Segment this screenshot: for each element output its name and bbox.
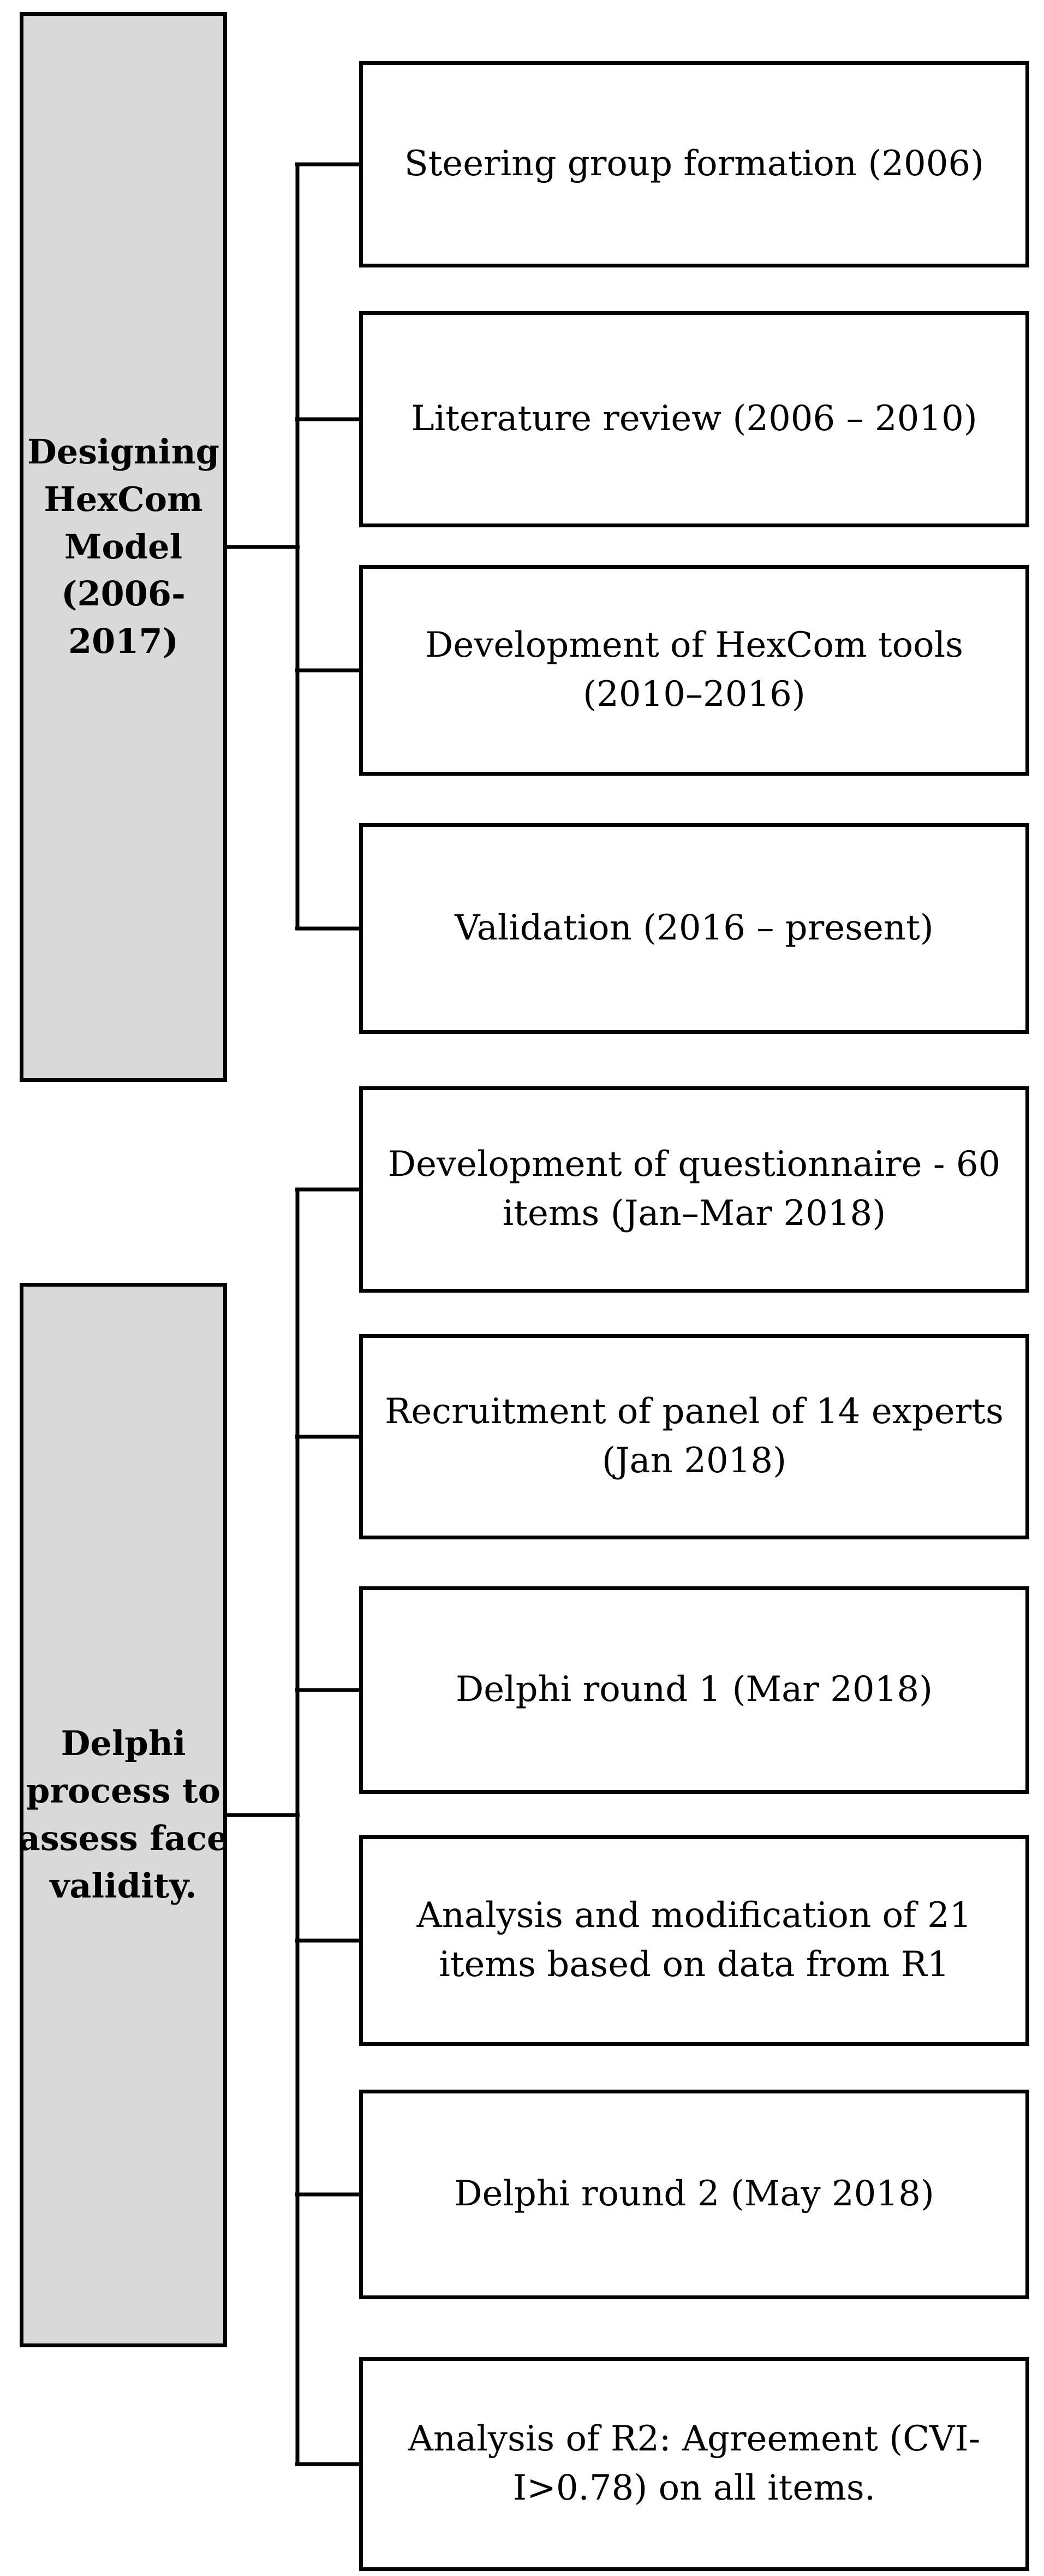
step-box-questionnaire-development: Development of questionnaire - 60 items … <box>359 1086 1029 1293</box>
step-box-expert-panel-recruitment: Recruitment of panel of 14 experts (Jan … <box>359 1334 1029 1539</box>
phase-label-delphi-process-text: Delphi process to assess face validity. <box>18 1723 229 1906</box>
step-label-literature-review: Literature review (2006 – 2010) <box>411 398 977 439</box>
phase-label-delphi-process: Delphi process to assess face validity. <box>18 1283 229 2347</box>
step-box-steering-group-formation: Steering group formation (2006) <box>359 61 1029 267</box>
step-label-steering-group-formation: Steering group formation (2006) <box>404 144 985 185</box>
step-box-delphi-round-2: Delphi round 2 (May 2018) <box>359 2090 1029 2299</box>
step-label-questionnaire-development: Development of questionnaire - 60 items … <box>387 1144 1001 1234</box>
connector-path <box>227 162 361 2466</box>
step-box-hexcom-tools-development: Development of HexCom tools (2010–2016) <box>359 565 1029 776</box>
step-label-analysis-round-2: Analysis of R2: Agreement (CVI- I>0.78) … <box>408 2419 981 2508</box>
step-box-validation: Validation (2016 – present) <box>359 823 1029 1034</box>
step-box-analysis-round-1: Analysis and modification of 21 items ba… <box>359 1835 1029 2046</box>
step-box-analysis-round-2: Analysis of R2: Agreement (CVI- I>0.78) … <box>359 2357 1029 2571</box>
step-label-expert-panel-recruitment: Recruitment of panel of 14 experts (Jan … <box>385 1391 1004 1481</box>
step-label-analysis-round-1: Analysis and modification of 21 items ba… <box>416 1895 972 1985</box>
step-label-hexcom-tools-development: Development of HexCom tools (2010–2016) <box>425 625 963 715</box>
step-box-literature-review: Literature review (2006 – 2010) <box>359 311 1029 527</box>
step-label-validation: Validation (2016 – present) <box>455 908 934 949</box>
phase-label-designing-hexcom-model-text: Designing HexCom Model (2006- 2017) <box>27 432 220 662</box>
step-label-delphi-round-2: Delphi round 2 (May 2018) <box>454 2174 934 2215</box>
phase-label-designing-hexcom-model: Designing HexCom Model (2006- 2017) <box>20 12 227 1082</box>
step-label-delphi-round-1: Delphi round 1 (Mar 2018) <box>455 1669 933 1710</box>
step-box-delphi-round-1: Delphi round 1 (Mar 2018) <box>359 1586 1029 1794</box>
